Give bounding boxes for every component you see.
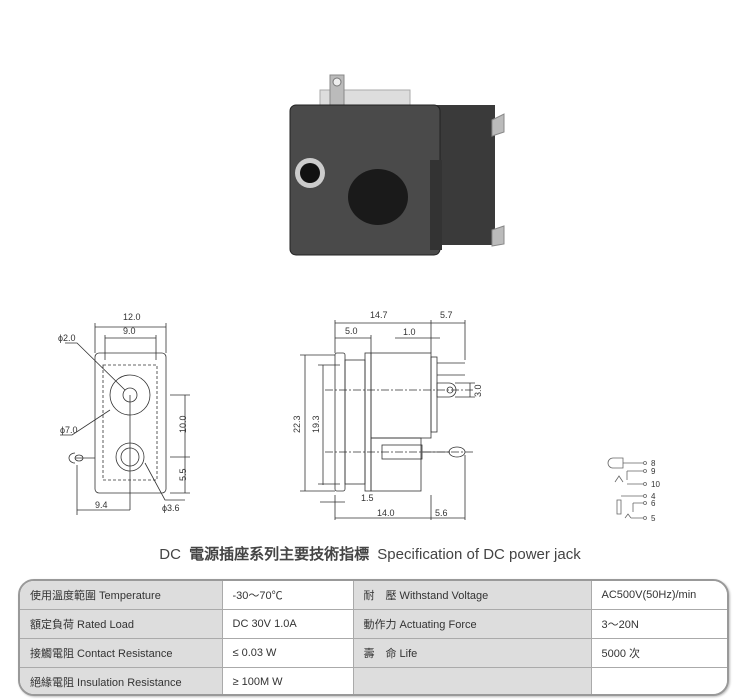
side-view-drawing: 14.7 5.7 5.0 1.0 22.3 19.3 3.0 1.5 14.0 … — [292, 310, 483, 520]
spec-value: ≥ 100M W — [221, 667, 354, 694]
dim-lug-offset: 9.4 — [95, 500, 108, 510]
dim-flange-thick: 1.5 — [361, 493, 374, 503]
spec-value: AC500V(50Hz)/min — [590, 581, 727, 610]
caption-chinese: 電源插座系列主要技術指標 — [189, 546, 370, 563]
dim-pin-thick: 1.0 — [403, 327, 416, 337]
spec-value: -30～70℃ — [221, 581, 354, 610]
pin-label-4: 4 — [651, 492, 656, 501]
dim-hole-large: ϕ7.0 — [60, 425, 78, 435]
table-row: 使用溫度範圍 Temperature -30～70℃ 耐 壓 Withstand… — [20, 581, 727, 610]
spec-caption: DC 電源插座系列主要技術指標 Specification of DC powe… — [0, 543, 740, 564]
dim-pin-ext: 5.7 — [440, 310, 453, 320]
dim-body-len: 14.0 — [377, 508, 395, 518]
pin-label-8: 8 — [651, 459, 656, 468]
table-row: 接觸電阻 Contact Resistance ≤ 0.03 W 壽 命 Lif… — [20, 638, 727, 668]
dim-length-total: 14.7 — [370, 310, 388, 320]
spec-value: ≤ 0.03 W — [221, 638, 354, 668]
product-photo — [289, 74, 505, 256]
caption-prefix: DC — [159, 546, 181, 563]
front-view-drawing: 12.0 9.0 ϕ2.0 ϕ7.0 ϕ3.6 9.4 10.0 5.5 — [58, 312, 190, 515]
spec-label: 壽 命 Life — [352, 638, 592, 668]
spec-label: 耐 壓 Withstand Voltage — [352, 581, 592, 610]
pin-label-5: 5 — [651, 514, 656, 523]
spec-value: DC 30V 1.0A — [221, 609, 354, 639]
table-row: 絕緣電阻 Insulation Resistance ≥ 100M W — [20, 667, 727, 694]
dim-width-outer: 12.0 — [123, 312, 141, 322]
dim-height-outer: 22.3 — [292, 415, 302, 433]
pin-label-10: 10 — [651, 480, 660, 489]
spec-label — [352, 667, 592, 694]
dim-hole-jack: ϕ3.6 — [162, 503, 180, 513]
dim-lug-height: 3.0 — [473, 384, 483, 397]
dim-bottom-offset: 5.5 — [178, 468, 188, 481]
dim-flange: 5.0 — [345, 326, 358, 336]
spec-value: 3～20N — [590, 609, 727, 639]
spec-value: 5000 次 — [590, 638, 727, 668]
spec-label: 接觸電阻 Contact Resistance — [20, 638, 223, 668]
pin-label-9: 9 — [651, 467, 656, 476]
table-row: 額定負荷 Rated Load DC 30V 1.0A 動作力 Actuatin… — [20, 609, 727, 639]
dim-width-inner: 9.0 — [123, 326, 136, 336]
pin-schematic: 8 9 10 4 6 5 — [607, 457, 660, 523]
dim-pitch: 10.0 — [178, 415, 188, 433]
spec-label: 額定負荷 Rated Load — [20, 609, 223, 639]
spec-value — [590, 667, 727, 694]
dim-lug-len: 5.6 — [435, 508, 448, 518]
jack-hole — [348, 169, 408, 225]
pin-label-6: 6 — [651, 499, 656, 508]
spec-table: 使用溫度範圍 Temperature -30～70℃ 耐 壓 Withstand… — [18, 579, 729, 696]
dim-hole-small: ϕ2.0 — [58, 333, 76, 343]
caption-english: Specification of DC power jack — [377, 546, 581, 563]
spec-label: 使用溫度範圍 Temperature — [20, 581, 223, 610]
dim-height-inner: 19.3 — [311, 415, 321, 433]
spec-label: 動作力 Actuating Force — [352, 609, 592, 639]
spec-label: 絕緣電阻 Insulation Resistance — [20, 667, 223, 694]
